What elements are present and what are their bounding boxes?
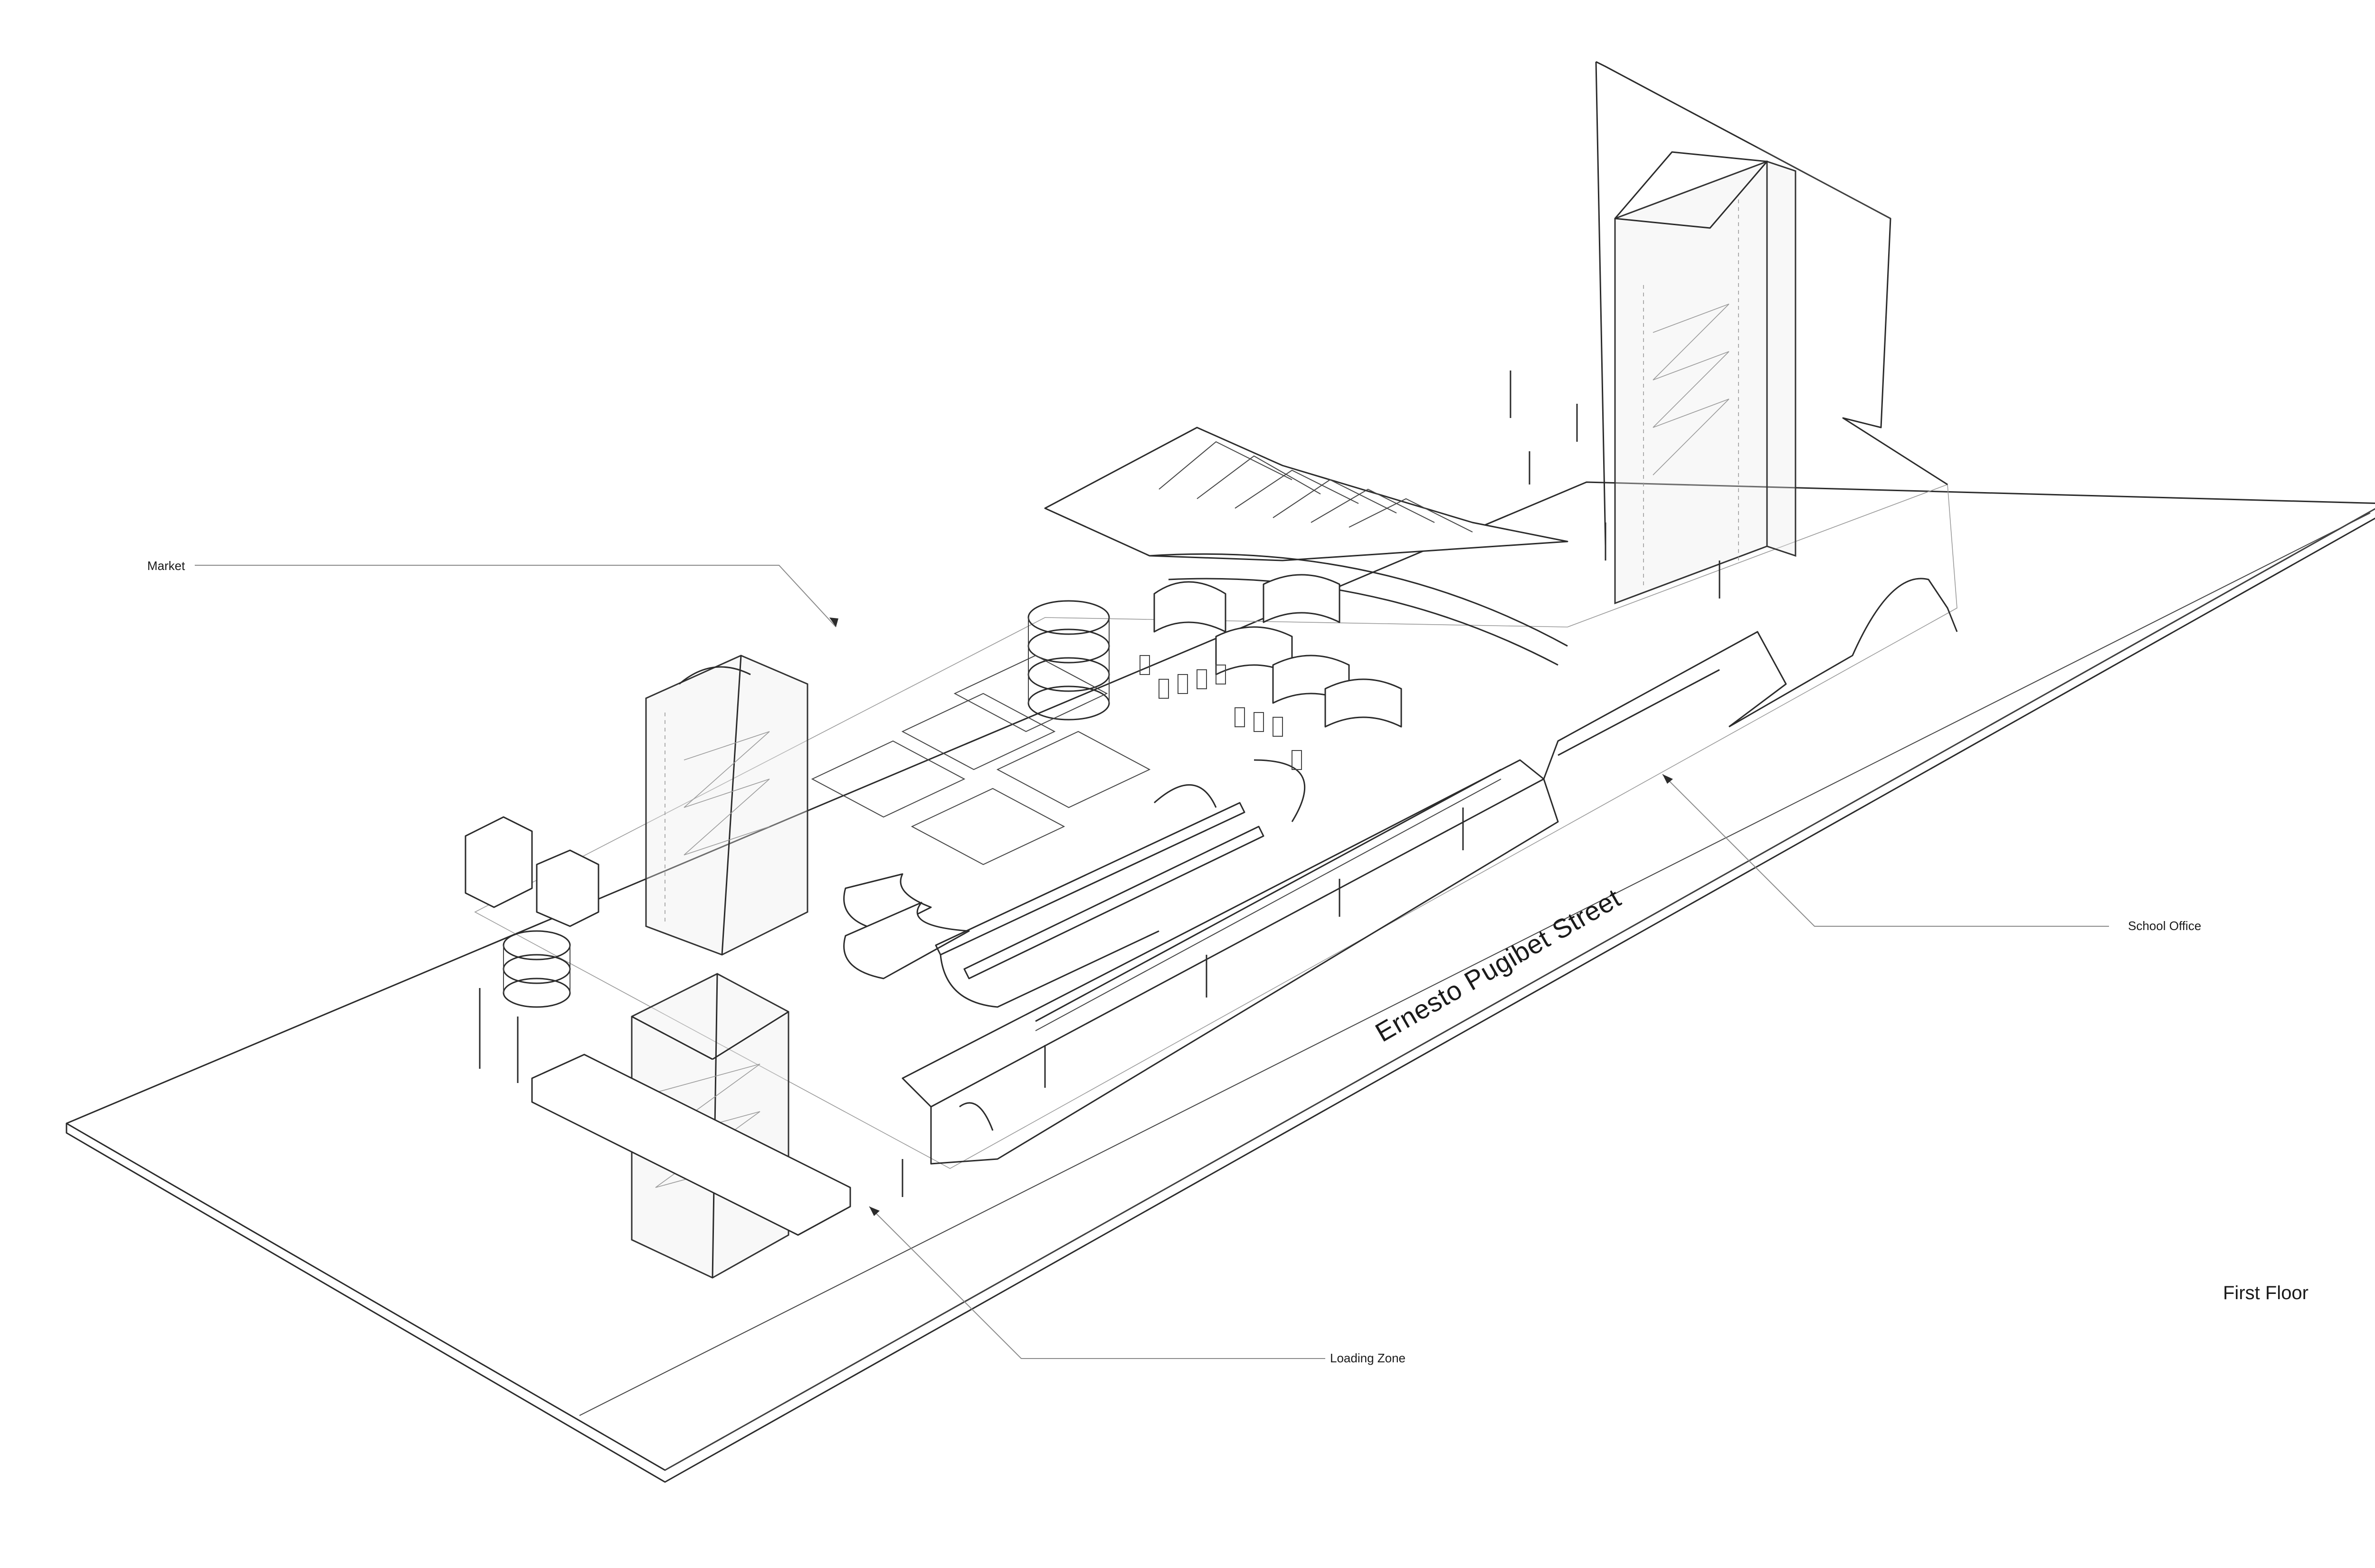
spiral-stair-upper — [1027, 600, 1110, 721]
loading-zone-label: Loading Zone — [1330, 1351, 1406, 1365]
loading-zone-leader — [869, 1206, 1325, 1359]
furniture-clusters — [1140, 655, 1302, 770]
school-office-leader — [1662, 774, 2109, 927]
spiral-stair-lower — [503, 930, 571, 1008]
front-walkway — [1035, 669, 1720, 1031]
tower-center — [645, 655, 808, 956]
school-office-arrow — [1662, 774, 1673, 784]
escalators — [935, 759, 1306, 1008]
site-plane — [66, 481, 2375, 1483]
loading-zone-arrow — [869, 1207, 880, 1216]
market-stalls — [811, 655, 1151, 979]
market-arrow — [829, 618, 838, 627]
courtyard-pavilions — [1153, 574, 1402, 728]
market-leader — [195, 565, 836, 627]
street-edge — [665, 508, 2375, 1471]
columns — [479, 371, 1720, 1197]
sloped-wall — [1595, 61, 1948, 547]
school-office-label: School Office — [2128, 919, 2201, 933]
tower-right — [1614, 151, 1796, 605]
stepped-seating — [1044, 427, 1568, 666]
market-label: Market — [147, 559, 185, 573]
left-boxes — [465, 816, 851, 1236]
floor-title: First Floor — [2223, 1283, 2308, 1303]
street-label: Ernesto Pugibet Street — [1370, 883, 1626, 1047]
